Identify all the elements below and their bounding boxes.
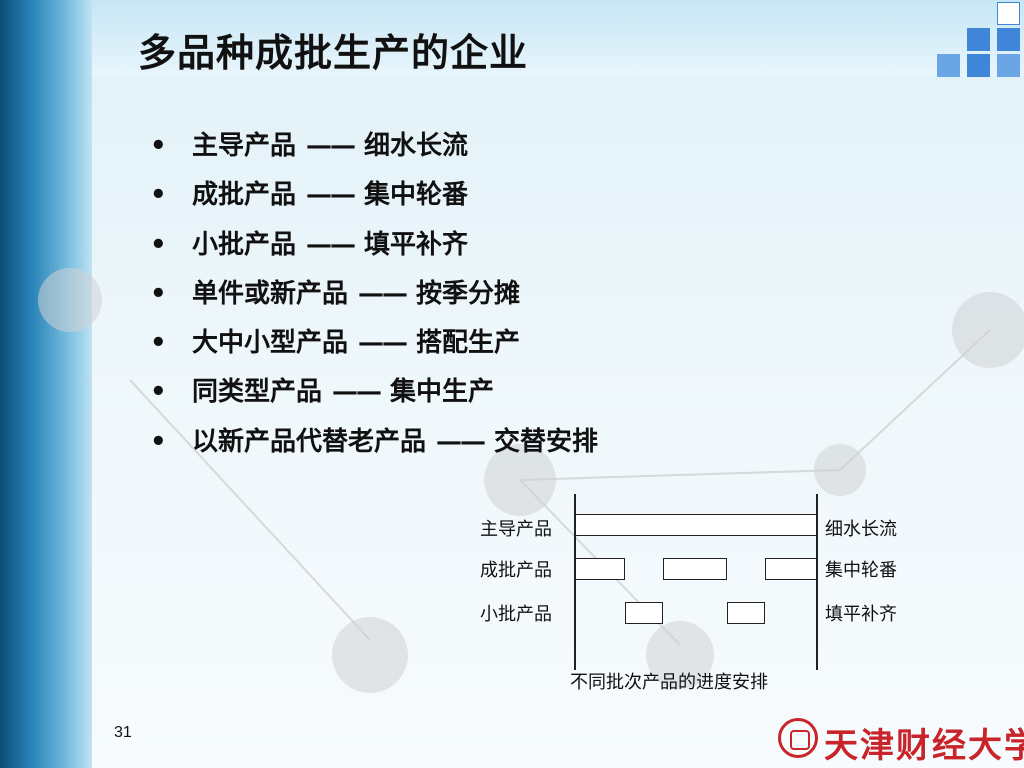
bullet-separator: ——: [436, 426, 486, 457]
diagram-row-label-batch: 成批产品: [480, 560, 552, 581]
bullet-right-text: 交替安排: [494, 426, 599, 457]
diagram-row-label-small: 小批产品: [480, 604, 552, 625]
bullet-list: • 主导产品 —— 细水长流 • 成批产品 —— 集中轮番 • 小批产品 —— 填平补齐 • 单件或…: [150, 124, 598, 469]
small-batch-bar: [727, 602, 765, 624]
diagram-row-result-batch: 集中轮番: [825, 560, 897, 581]
list-item: • 小批产品 —— 填平补齐: [150, 223, 598, 272]
list-item: • 成批产品 —— 集中轮番: [150, 173, 598, 222]
university-name: 天津财经大学: [824, 726, 1024, 766]
bullet-dot: •: [150, 131, 167, 161]
title-band: [92, 0, 1024, 76]
batch-bar: [575, 558, 625, 580]
left-gradient-bar: [0, 0, 92, 768]
bullet-separator: ——: [306, 180, 356, 211]
page-number: 31: [114, 724, 132, 741]
bullet-left-text: 小批产品: [192, 229, 297, 260]
bullet-left-text: 单件或新产品: [192, 278, 349, 309]
diagram-row-label-main: 主导产品: [480, 519, 552, 540]
bullet-right-text: 按季分摊: [416, 278, 521, 309]
bullet-dot: •: [150, 278, 167, 309]
bullet-right-text: 填平补齐: [364, 229, 469, 260]
bullet-separator: ——: [306, 229, 356, 260]
bullet-left-text: 成批产品: [192, 180, 297, 211]
bullet-dot: •: [150, 377, 167, 408]
slide-title: 多品种成批生产的企业: [138, 31, 529, 75]
bullet-dot: •: [150, 328, 167, 359]
bullet-left-text: 大中小型产品: [192, 328, 349, 359]
university-seal-icon: [778, 718, 818, 758]
list-item: • 大中小型产品 —— 搭配生产: [150, 321, 598, 370]
schedule-diagram: 主导产品 细水长流 成批产品 集中轮番 小批产品 填平补齐 不同批次产品的进度安…: [470, 488, 930, 698]
diagram-row-result-main: 细水长流: [825, 519, 897, 540]
main-product-bar: [575, 514, 817, 536]
bullet-left-text: 主导产品: [192, 131, 297, 161]
bullet-dot: •: [150, 426, 167, 457]
list-item: • 以新产品代替老产品 —— 交替安排: [150, 420, 598, 469]
list-item: • 主导产品 —— 细水长流: [150, 124, 598, 173]
corner-squares-decoration: [934, 0, 1024, 80]
bullet-right-text: 集中轮番: [364, 180, 469, 211]
list-item: • 同类型产品 —— 集中生产: [150, 370, 598, 419]
bullet-left-text: 同类型产品: [192, 377, 323, 408]
bullet-separator: ——: [332, 377, 382, 408]
diagram-right-axis: [816, 494, 818, 670]
diagram-left-axis: [574, 494, 576, 670]
diagram-caption: 不同批次产品的进度安排: [570, 672, 768, 693]
bullet-dot: •: [150, 180, 167, 211]
bullet-dot: •: [150, 229, 167, 260]
bullet-right-text: 集中生产: [390, 377, 495, 408]
batch-bar: [663, 558, 727, 580]
diagram-row-result-small: 填平补齐: [825, 604, 897, 625]
bullet-separator: ——: [358, 278, 408, 309]
bullet-left-text: 以新产品代替老产品: [192, 426, 427, 457]
batch-bar: [765, 558, 817, 580]
bullet-right-text: 细水长流: [364, 131, 469, 161]
bullet-separator: ——: [306, 131, 356, 161]
bullet-right-text: 搭配生产: [416, 328, 521, 359]
list-item: • 单件或新产品 —— 按季分摊: [150, 272, 598, 321]
small-batch-bar: [625, 602, 663, 624]
bullet-separator: ——: [358, 328, 408, 359]
